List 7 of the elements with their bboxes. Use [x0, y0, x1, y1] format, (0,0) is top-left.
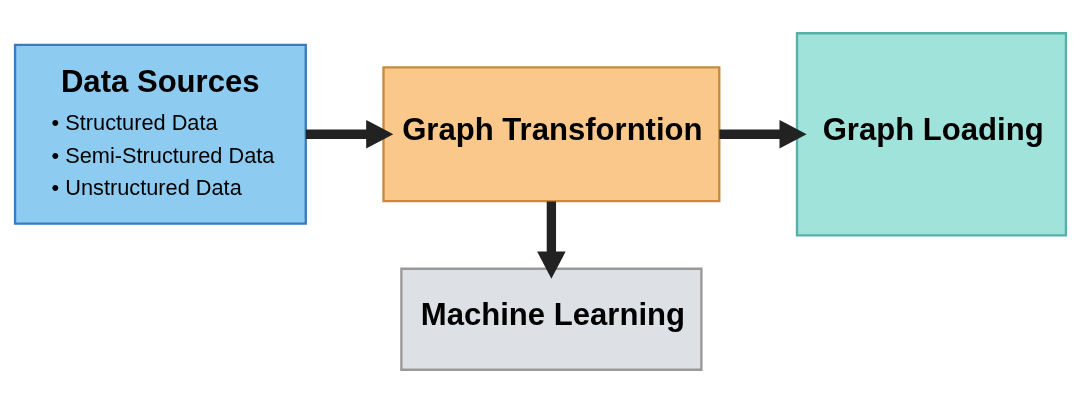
- node-box: Graph Loading: [795, 31, 1068, 236]
- arrow: [719, 119, 807, 148]
- node-box: Graph Transforntion: [382, 65, 721, 202]
- node-box: Data Sources • Structured Data • Semi-Structured Data • Unstructured Data: [13, 43, 307, 225]
- arrow: [537, 200, 566, 279]
- node-box: Machine Learning: [400, 267, 703, 371]
- arrow: [305, 119, 394, 148]
